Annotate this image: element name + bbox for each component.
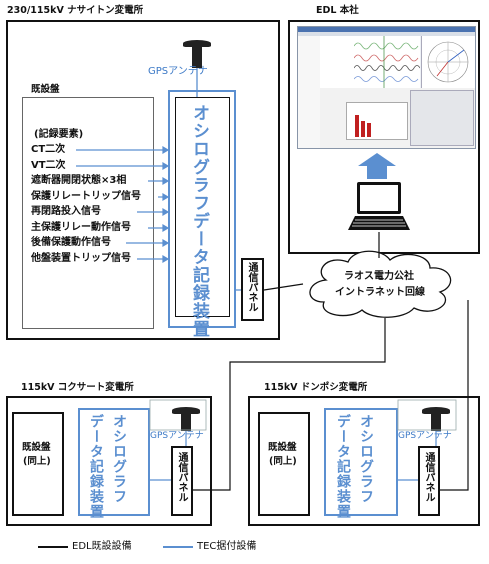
comm-panel-label: 通信パネル [246, 262, 257, 312]
donposi-substation-box [248, 396, 480, 526]
record-elements-heading: (記録要素) [34, 129, 84, 140]
comm-panel-box [241, 258, 264, 321]
existing-panel-label: 既設盤 [31, 84, 60, 95]
khoksaat-substation-box [6, 396, 212, 526]
khoksaat-gps-icon [171, 405, 201, 431]
intranet-label-2: イントラネット回線 [335, 287, 425, 298]
software-bar-graph [346, 102, 408, 140]
edl-hq-box [288, 20, 480, 254]
software-dialog [410, 90, 474, 146]
khoksaat-existing-panel-box [12, 412, 64, 516]
khoksaat-same-label: (同上) [23, 456, 51, 467]
signal-1: CT二次 [31, 144, 66, 155]
software-toolbar [298, 32, 475, 36]
software-title-bar [298, 27, 475, 32]
khoksaat-comm-panel-label: 通信パネル [176, 452, 187, 502]
donposi-comm-panel-box [418, 446, 440, 516]
khoksaat-existing-panel-label: 既設盤 [22, 442, 51, 453]
donposi-recorder-col1: オシログラフ [358, 414, 374, 504]
khoksaat-recorder-box [78, 408, 150, 516]
gps-antenna-icon [182, 38, 212, 68]
gps-antenna-label: GPSアンテナ [148, 66, 208, 77]
khoksaat-comm-panel-box [171, 446, 193, 516]
edl-hq-title: EDL 本社 [316, 5, 359, 16]
software-waveform-panel [354, 36, 420, 88]
khoksaat-title: 115kV コクサート変電所 [21, 382, 134, 393]
oscillograph-recorder-label: オシログラフデータ記録装置 [189, 104, 209, 338]
khoksaat-recorder-col2: データ記録装置 [88, 414, 104, 519]
intranet-label-1: ラオス電力公社 [344, 271, 414, 282]
signal-4: 保護リレートリップ信号 [31, 191, 141, 202]
nasaithong-substation-box [6, 20, 280, 340]
khoksaat-gps-label: GPSアンテナ [150, 431, 204, 441]
existing-panel-box [22, 97, 154, 329]
intranet-cloud [300, 250, 460, 320]
upload-arrow-icon [356, 152, 398, 180]
donposi-same-label: (同上) [269, 456, 297, 467]
oscillograph-software-screenshot [297, 26, 476, 149]
software-phasor-panel [421, 36, 475, 88]
signal-3: 遮断器開閉状態×3相 [31, 175, 127, 186]
donposi-comm-panel-label: 通信パネル [423, 452, 434, 502]
signal-2: VT二次 [31, 160, 66, 171]
laptop-icon [347, 180, 411, 232]
donposi-recorder-box [324, 408, 398, 516]
donposi-gps-icon [421, 405, 451, 431]
oscillograph-recorder-inner [175, 97, 230, 317]
donposi-gps-label: GPSアンテナ [398, 431, 452, 441]
nasaithong-title: 230/115kV ナサイトン変電所 [7, 5, 144, 16]
signal-5: 再閉路投入信号 [31, 206, 101, 217]
legend-tec-label: TEC据付設備 [197, 541, 257, 552]
signal-arrows [76, 145, 170, 264]
oscillograph-recorder-outer [168, 90, 236, 328]
legend-edl-label: EDL既設設備 [72, 541, 132, 552]
donposi-existing-panel-box [258, 412, 310, 516]
signal-6: 主保護リレー動作信号 [31, 222, 131, 233]
signal-7: 後備保護動作信号 [31, 237, 111, 248]
donposi-title: 115kV ドンポシ変電所 [264, 382, 368, 393]
donposi-recorder-col2: データ記録装置 [335, 414, 351, 519]
khoksaat-recorder-col1: オシログラフ [111, 414, 127, 504]
donposi-existing-panel-label: 既設盤 [268, 442, 297, 453]
software-lower-panel [320, 88, 475, 148]
signal-8: 他盤装置トリップ信号 [31, 253, 131, 264]
